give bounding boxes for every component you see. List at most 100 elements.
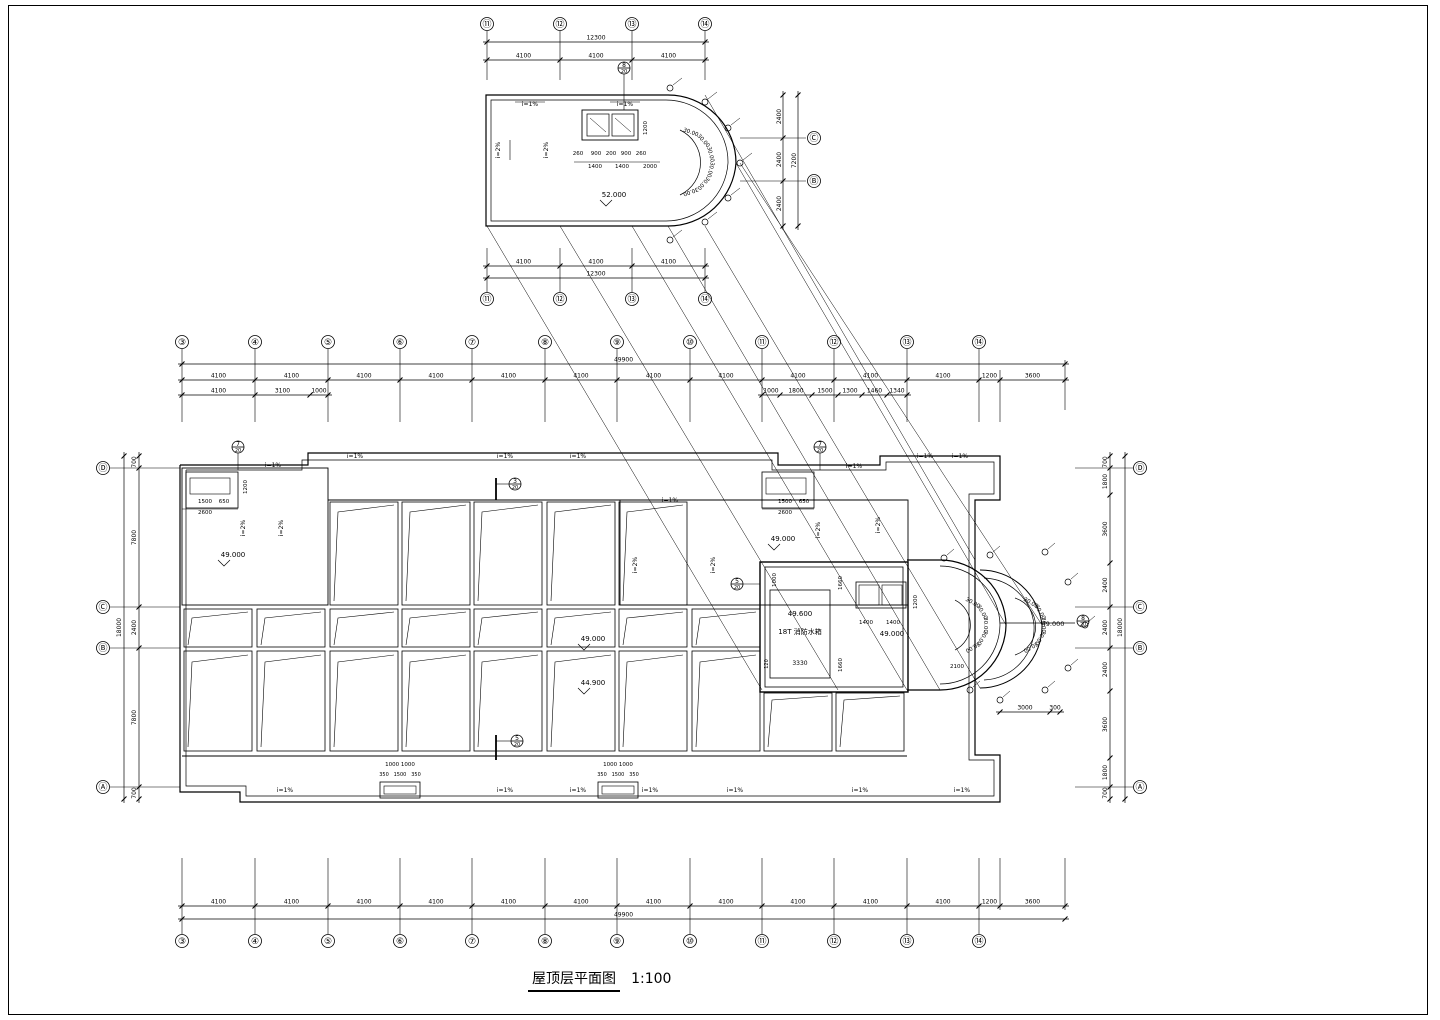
axis-bubble-main-right xyxy=(1133,461,1147,475)
main-right-dim-text: 1800 xyxy=(1102,474,1109,489)
opening-dim: 2600 xyxy=(198,510,212,516)
upper-slope: i=2% xyxy=(495,142,502,159)
tank-cell xyxy=(858,584,880,606)
upper-tank-dim: 900 xyxy=(621,151,632,157)
axis-bubble-upper-top-label: ⑪ xyxy=(482,19,491,30)
dim-tick xyxy=(835,392,841,398)
dim-tick xyxy=(121,453,127,459)
dim-tick xyxy=(702,39,708,45)
axis-bubble-main-left xyxy=(96,780,110,794)
dim-tick xyxy=(1057,709,1063,715)
downpipe-leader xyxy=(730,187,741,196)
upper-tank-dim: 200 xyxy=(606,151,617,157)
dim-tick xyxy=(252,377,258,383)
dim-tick xyxy=(252,903,258,909)
tank-hatch xyxy=(589,117,607,133)
elevation-triangle xyxy=(577,643,591,651)
dim-tick xyxy=(1107,604,1113,610)
main-elevation: 49.000 xyxy=(581,635,606,643)
axis-bubble-main-left-label: Ⓓ xyxy=(98,463,107,474)
dim-tick xyxy=(1047,709,1053,715)
main-span-dim-bottom-text: 4100 xyxy=(573,899,588,906)
projection-line xyxy=(735,162,1007,626)
detail-mark-num: 7 xyxy=(236,441,240,448)
main-slope: i=1% xyxy=(642,787,659,794)
scupper-dim: 1500 xyxy=(612,772,625,778)
main-span-dim-top-row2-text: 1500 xyxy=(817,388,832,395)
main-right-dim-text: 3600 xyxy=(1102,521,1109,536)
main-span-dim-bottom-text: 4100 xyxy=(718,899,733,906)
tank-elevation: 49.000 xyxy=(880,630,905,638)
main-right-dim-text: 2400 xyxy=(1102,662,1109,677)
main-elevation: 44.900 xyxy=(581,679,606,687)
downpipe-leader xyxy=(1002,690,1011,698)
axis-bubble-main-right-label: Ⓑ xyxy=(1135,643,1144,654)
upper-span-dim-text: 4100 xyxy=(588,53,603,60)
dim-tick xyxy=(759,392,765,398)
axis-bubble-main-bottom xyxy=(900,934,914,948)
dim-tick xyxy=(629,263,635,269)
main-parapet-inner xyxy=(185,459,995,797)
detail-mark-num: 5 xyxy=(735,578,739,585)
axis-bubble-main-bottom xyxy=(248,934,262,948)
axis-bubble-upper-right-label: Ⓒ xyxy=(809,133,818,144)
axis-bubble-main-bottom xyxy=(175,934,189,948)
upper-span-dim-text: 4100 xyxy=(516,53,531,60)
axis-bubble-main-top xyxy=(538,335,552,349)
downpipe-leader xyxy=(1070,658,1079,666)
dim-tick xyxy=(831,377,837,383)
skylight-panel xyxy=(401,650,471,752)
axis-bubble-upper-top xyxy=(480,17,494,31)
axis-bubble-main-bottom xyxy=(827,934,841,948)
skylight-panel xyxy=(835,692,905,752)
main-slope: i=1% xyxy=(954,787,971,794)
skylight-panel xyxy=(183,650,253,752)
upper-detail-mark-sheet: 20 xyxy=(621,69,627,75)
roof-zone-right xyxy=(619,499,909,606)
main-span-dim-top-row2-text: 1300 xyxy=(842,388,857,395)
downpipe xyxy=(1041,548,1049,556)
scupper-inner xyxy=(601,785,635,795)
axis-bubble-main-top-label: ③ xyxy=(178,338,186,348)
skylight-panel xyxy=(546,501,616,606)
downpipe-leader xyxy=(672,77,683,86)
axis-bubble-main-top xyxy=(321,335,335,349)
roof-zone-left xyxy=(181,467,329,606)
skylight-panel xyxy=(618,608,688,648)
axis-bubble-upper-bottom xyxy=(625,292,639,306)
dim-tick xyxy=(252,392,258,398)
axis-bubble-main-bottom xyxy=(465,934,479,948)
main-span-dim-bottom-text: 4100 xyxy=(428,899,443,906)
main-slope: i=1% xyxy=(265,462,282,469)
axis-bubble-main-top xyxy=(248,335,262,349)
downpipe-leader xyxy=(742,152,753,161)
main-span-dim-bottom-text: 4100 xyxy=(935,899,950,906)
dim-tick xyxy=(136,645,142,651)
stair-arc-label: 30.00 xyxy=(1040,617,1046,633)
axis-bubble-main-top xyxy=(393,335,407,349)
skylight-panel xyxy=(618,501,688,606)
axis-bubble-upper-top xyxy=(698,17,712,31)
opening-dim: 1500 xyxy=(198,499,212,505)
tank-hatch xyxy=(614,117,632,133)
roof-hatch-left xyxy=(185,471,239,509)
roof-hatch-frame-right xyxy=(765,477,807,495)
axis-bubble-main-top-label: ⑩ xyxy=(686,338,694,348)
dim-tick xyxy=(702,57,708,63)
dim-tick xyxy=(1062,903,1068,909)
axis-bubble-upper-bottom xyxy=(553,292,567,306)
skylight-panel xyxy=(183,608,253,648)
skylight-slope xyxy=(477,611,539,646)
main-right-dim-text: 2400 xyxy=(1102,620,1109,635)
axis-bubble-main-left xyxy=(96,461,110,475)
upper-arc-label: 30.00 xyxy=(682,186,699,197)
axis-bubble-main-top-label: ⑭ xyxy=(974,337,983,348)
dim-tick xyxy=(687,377,693,383)
axis-bubble-main-right-label: Ⓐ xyxy=(1135,782,1144,793)
axis-bubble-main-bottom-label: ⑧ xyxy=(541,937,549,947)
downpipe-leader xyxy=(992,545,1001,553)
main-span-dim-top-row2-text: 1800 xyxy=(788,388,803,395)
axis-bubble-main-top-label: ⑨ xyxy=(613,338,621,348)
main-span-dim-top-text: 4100 xyxy=(211,373,226,380)
